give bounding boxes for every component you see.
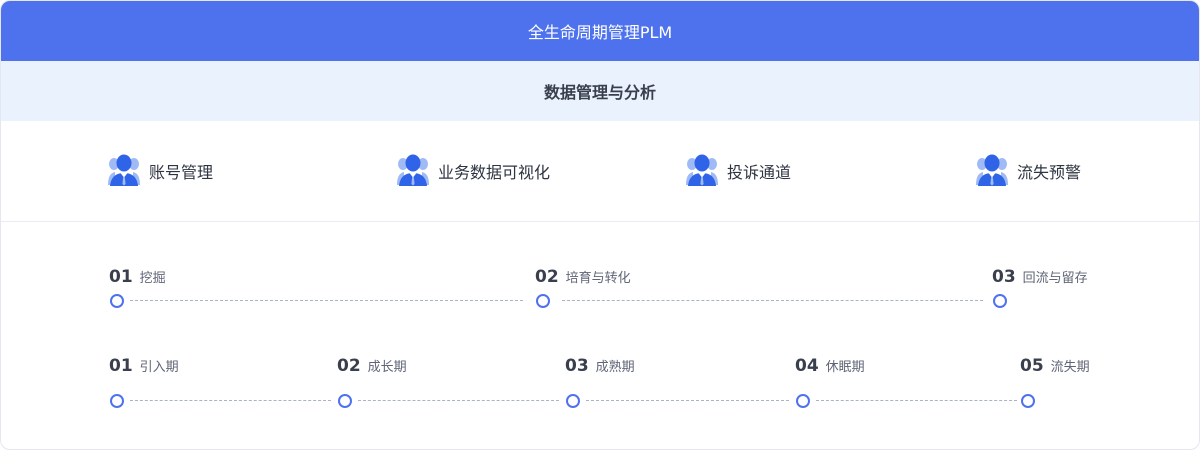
lifecycle-node[interactable]	[1021, 394, 1035, 408]
stage-label: 回流与留存	[1022, 271, 1088, 286]
lifecycle-node[interactable]	[566, 394, 580, 408]
lifecycle-node[interactable]	[338, 394, 352, 408]
timeline-connector	[130, 400, 331, 401]
stage-number: 04	[795, 356, 819, 376]
stage-label: 成熟期	[595, 360, 635, 375]
stage-number: 03	[565, 356, 589, 376]
timeline-connector	[816, 400, 1017, 401]
stage-number: 03	[992, 267, 1016, 287]
lifecycle-maturity[interactable]: 03 成熟期	[565, 356, 635, 376]
stage-number: 02	[337, 356, 361, 376]
section-header: 数据管理与分析	[1, 61, 1199, 121]
stage-node[interactable]	[536, 294, 550, 308]
stage-label: 流失期	[1050, 360, 1090, 375]
lifecycle-dormancy[interactable]: 04 休眠期	[795, 356, 865, 376]
stage-node[interactable]	[110, 294, 124, 308]
user-icon	[397, 154, 429, 186]
stage-label: 引入期	[139, 360, 179, 375]
section-title: 数据管理与分析	[543, 83, 656, 102]
stage-label: 培育与转化	[565, 271, 631, 286]
user-icon	[108, 154, 140, 186]
stage-number: 01	[109, 267, 133, 287]
page-title: 全生命周期管理PLM	[527, 23, 673, 42]
stage-number: 02	[535, 267, 559, 287]
feature-label: 投诉通道	[727, 163, 792, 182]
timeline-connector	[586, 400, 789, 401]
stage-label: 成长期	[367, 360, 407, 375]
user-icon	[686, 154, 718, 186]
lifecycle-node[interactable]	[110, 394, 124, 408]
feature-complaint-channel[interactable]: 投诉通道	[686, 154, 791, 188]
feature-churn-warning[interactable]: 流失预警	[976, 154, 1081, 188]
timeline-connector	[562, 300, 983, 301]
timeline-connector	[358, 400, 559, 401]
stage-label: 挖掘	[139, 271, 166, 286]
lifecycle-growth[interactable]: 02 成长期	[337, 356, 407, 376]
stage-node[interactable]	[993, 294, 1007, 308]
stage-number: 05	[1020, 356, 1044, 376]
feature-label: 账号管理	[149, 163, 214, 182]
lifecycle-churn[interactable]: 05 流失期	[1020, 356, 1090, 376]
feature-row: 账号管理 业务数据可视化	[1, 121, 1199, 222]
feature-label: 流失预警	[1017, 163, 1082, 182]
stage-mining[interactable]: 01 挖掘	[109, 267, 166, 287]
lifecycle-introduction[interactable]: 01 引入期	[109, 356, 179, 376]
timeline-connector	[130, 300, 523, 301]
feature-label: 业务数据可视化	[438, 163, 551, 182]
feature-account-management[interactable]: 账号管理	[108, 154, 213, 188]
stage-return-retention[interactable]: 03 回流与留存	[992, 267, 1088, 287]
lifecycle-node[interactable]	[796, 394, 810, 408]
stage-label: 休眠期	[825, 360, 865, 375]
header-bar: 全生命周期管理PLM	[1, 1, 1199, 61]
stage-number: 01	[109, 356, 133, 376]
user-icon	[976, 154, 1008, 186]
feature-business-data-visualization[interactable]: 业务数据可视化	[397, 154, 550, 188]
stage-nurture-conversion[interactable]: 02 培育与转化	[535, 267, 631, 287]
